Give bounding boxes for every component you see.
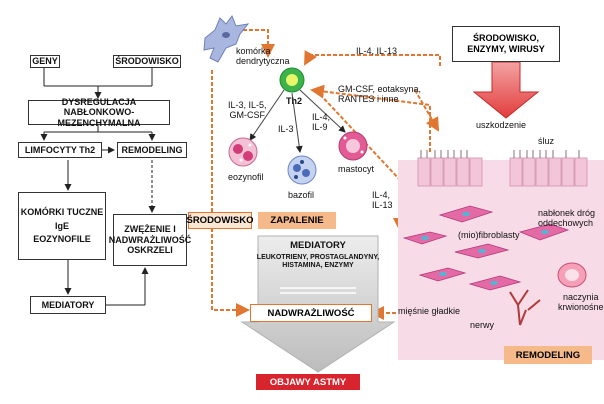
hyperreactivity-box: NADWRAŻLIWOŚĆ [250,304,372,322]
mediators-list-line1: LEUKOTRIENY, PROSTAGLANDYNY, [256,254,380,261]
eosinophils-label: EOZYNOFILE [33,234,91,245]
environment-header-line1: ŚRODOWISKO, [472,33,539,44]
il4-side-line2: IL-13 [372,200,393,211]
mastocyte-shape [338,131,368,161]
vessels-label: naczynia krwionośne [558,292,604,313]
il4-il13-side-label: IL-4, IL-13 [372,190,393,211]
basophil-shape [287,155,317,185]
il-group-1: IL-3, IL-5, GM-CSF [228,100,267,121]
remodeling-box: REMODELING [117,142,187,158]
mediators-center-title: MEDIATORY [290,240,346,251]
asthma-symptoms-box: OBJAWY ASTMY [256,374,360,390]
il-group-1-line2: GM-CSF [229,110,266,121]
mastocyte-label: mastocyt [338,164,375,174]
smooth-muscle-label: mięśnie gładkie [398,306,461,316]
epithelium-line2: oddechowych [538,218,594,229]
genes-box: GENY [30,55,60,68]
dysregulation-box: DYSREGULACJA NABŁONKOWO-MEZENCHYMALNA [28,97,170,128]
gmcsf-line1: GM-CSF, eotaksyna, [338,84,422,94]
flowchart-connectors [40,67,156,306]
mediators-box: MEDIATORY [30,296,106,314]
inflammation-box: ZAPALENIE [258,212,336,229]
dendritic-label: komórka dendrytyczna [236,46,290,67]
eosinophil-label: eozynofil [228,172,264,182]
airway-tissue [398,150,604,360]
il4-side-line1: IL-4, [372,190,391,200]
vessels-line2: krwionośne [558,302,604,313]
narrowing-box: ZWĘŻENIE I NADWRAŻLIWOŚĆ OSKRZELI [109,214,191,266]
il-group-2-line1: IL-4, [312,112,331,122]
environment-center-box: ŚRODOWISKO [186,212,254,229]
gmcsf-label: GM-CSF, eotaksyna, RANTES i inne [338,84,421,105]
mediators-list: LEUKOTRIENY, PROSTAGLANDYNY, HISTAMINA, … [252,254,384,271]
nerves-label: nerwy [470,320,495,330]
th2-lymphocytes-box: LIMFOCYTY Th2 [18,142,102,158]
th2-cell-shape [279,67,305,93]
vessels-line1: naczynia [563,292,599,302]
environment-header-line2: ENZYMY, WIRUSY [467,44,545,54]
il-group-1-line1: IL-3, IL-5, [228,100,267,110]
mast-cells-label: KOMÓRKI TUCZNE [20,207,104,218]
epithelium-line1: nabłonek dróg [538,208,596,218]
il4-il13-top-label: IL-4, IL-13 [356,46,398,56]
damage-label: uszkodzenie [476,120,527,130]
th2-label: Th2 [286,96,303,106]
remodeling-tissue-box: REMODELING [504,346,592,364]
environment-box: ŚRODOWISKO [113,55,181,68]
mucus-label: śluz [538,136,555,146]
mast-cells-box: KOMÓRKI TUCZNE IgE EOZYNOFILE [18,192,106,260]
eosinophil-shape [228,137,258,167]
fibroblasts-label: (mio)fibroblasty [458,230,520,240]
basophil-label: bazofil [288,190,315,200]
environment-arrow [472,61,540,119]
il-group-2-line2: IL-9 [312,122,328,133]
il3-label: IL-3 [278,124,294,134]
dendritic-label-1: komórka dendrytyczna [236,46,290,67]
blood-vessel-shape [557,262,587,288]
gmcsf-line2: RANTES i inne [338,94,399,105]
ige-label: IgE [54,220,69,231]
nerve-shape [509,289,541,326]
il-group-2: IL-4, IL-9 [312,112,330,133]
mediators-list-line2: HISTAMINA, ENZYMY [282,262,354,270]
dendritic-cell-shape [203,14,250,63]
environment-enzymes-box: ŚRODOWISKO, ENZYMY, WIRUSY [452,26,560,62]
epithelium-label: nabłonek dróg oddechowych [538,208,595,229]
